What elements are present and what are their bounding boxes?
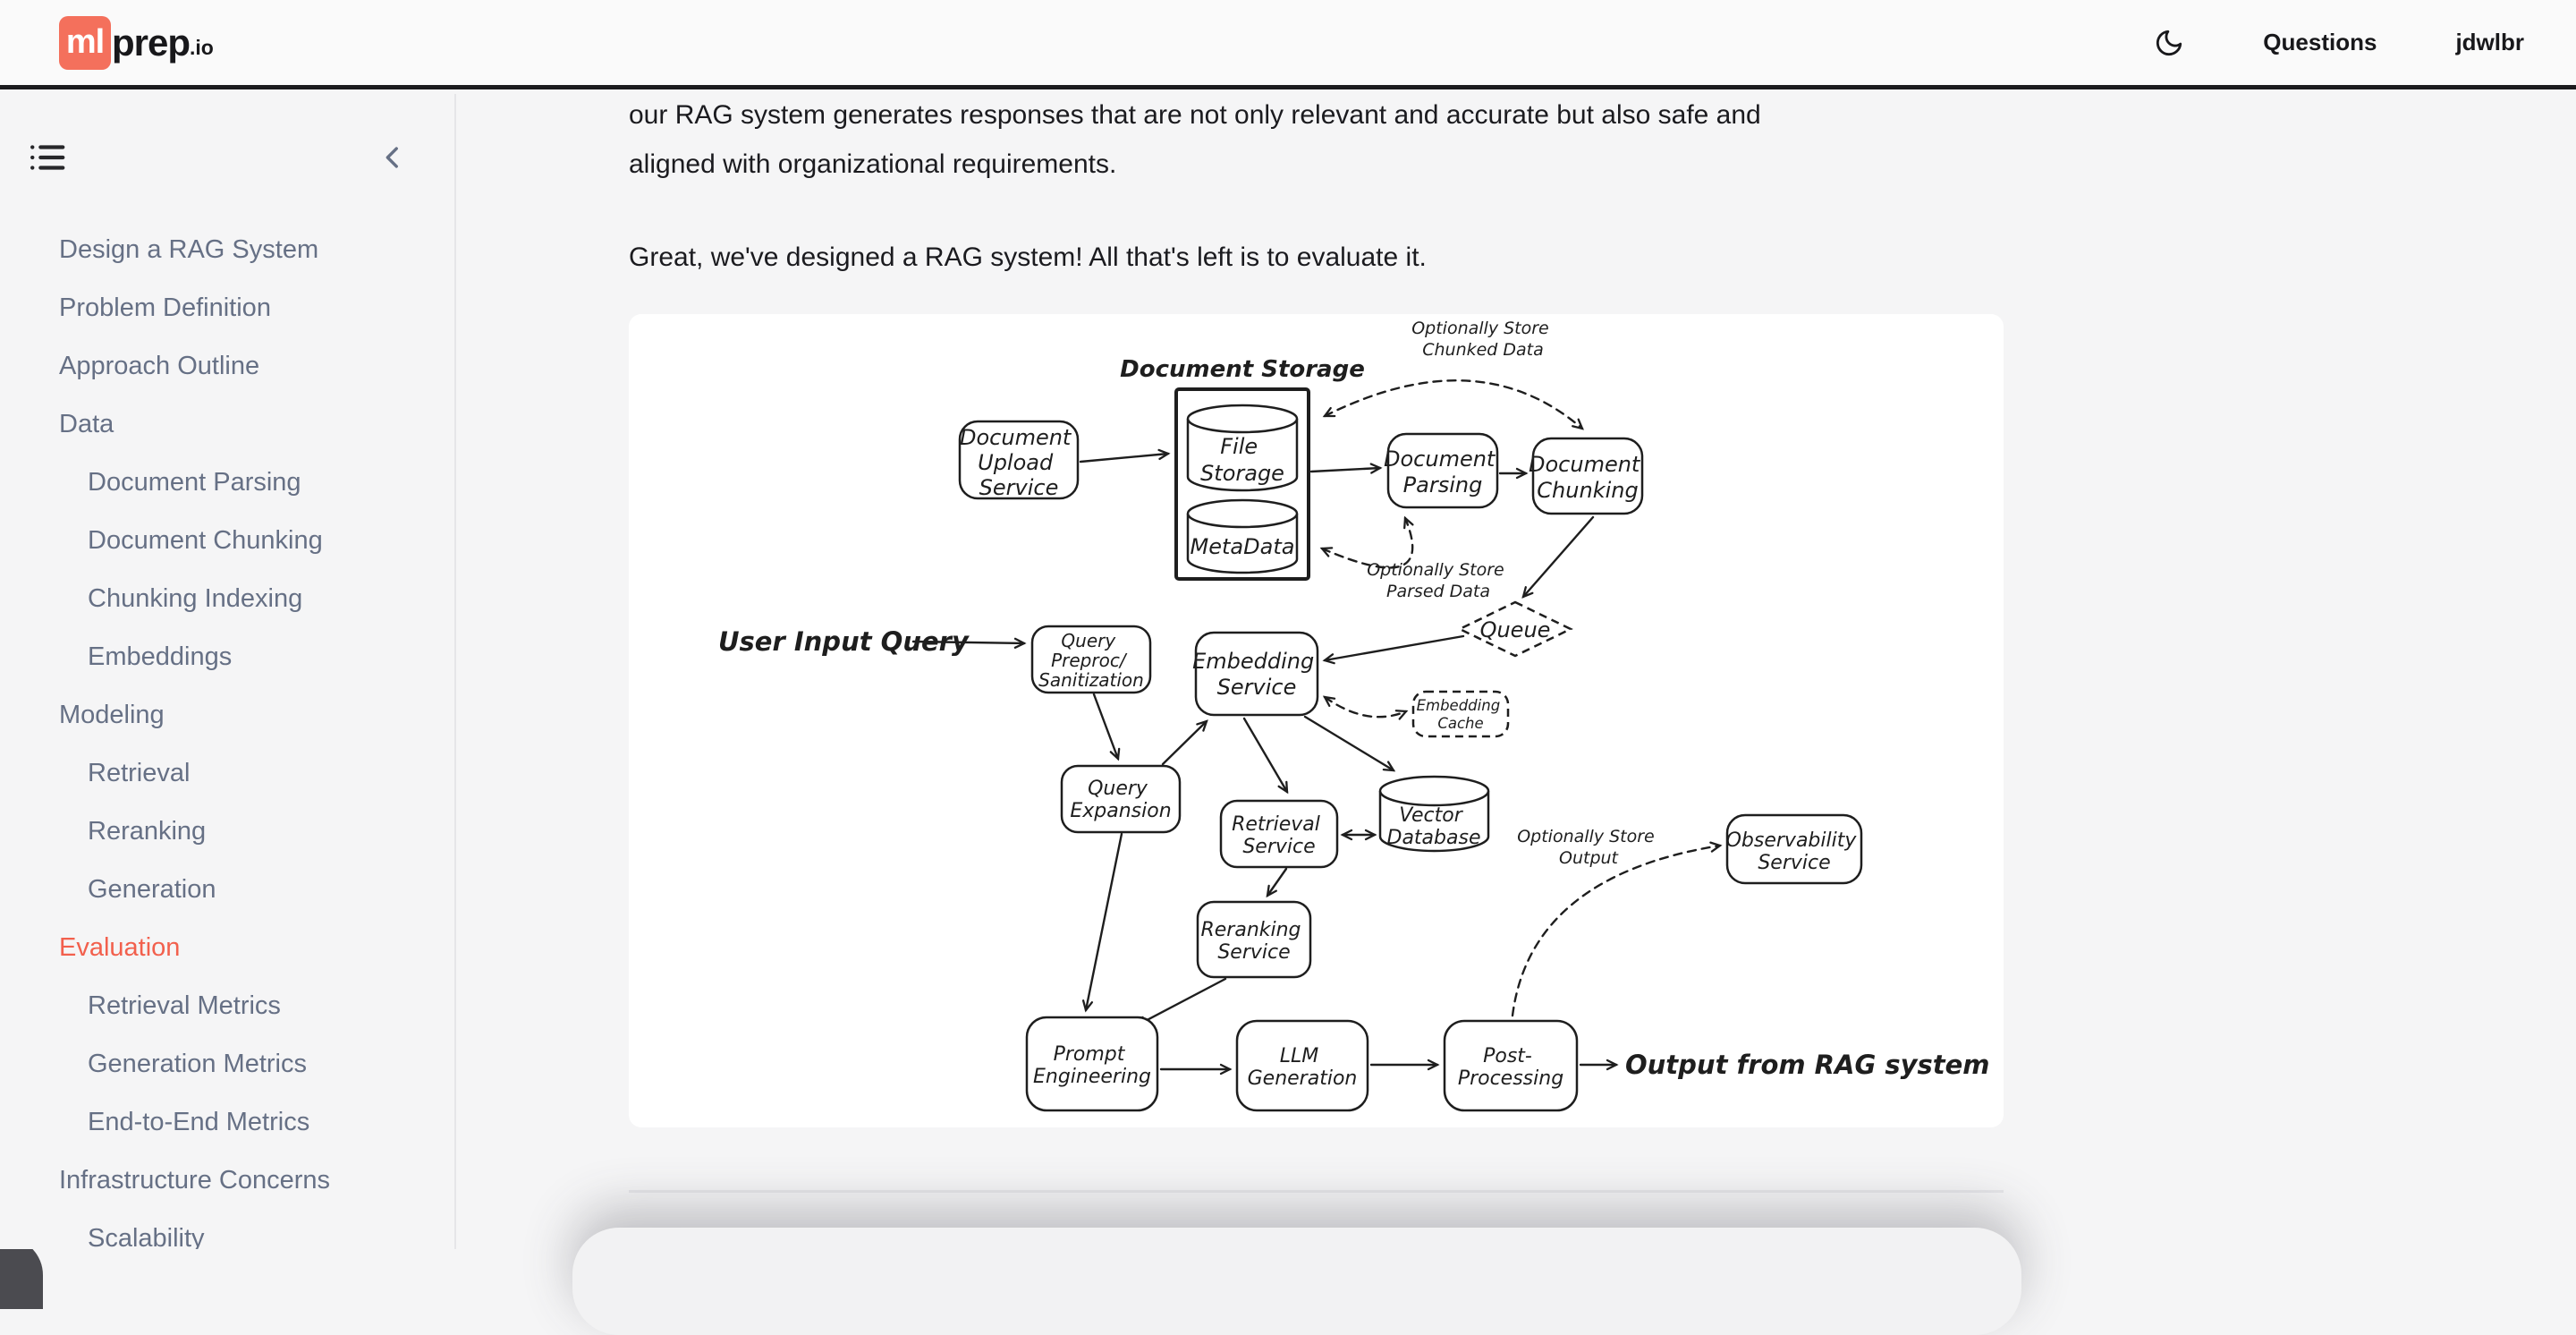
svg-text:Observability Service: Observability Service — [1726, 829, 1863, 874]
sidebar-item-generation[interactable]: Generation — [88, 875, 216, 904]
svg-text:Document Chunking: Document Chunking — [1529, 452, 1647, 503]
svg-text:MetaData: MetaData — [1191, 534, 1295, 559]
sidebar-item-modeling[interactable]: Modeling — [59, 701, 165, 729]
node-queue: Queue — [1457, 600, 1573, 658]
svg-text:Retrieval Service: Retrieval Service — [1232, 813, 1326, 858]
label-output-from-rag-system: Output from RAG system — [1625, 1050, 1990, 1080]
questions-link[interactable]: Questions — [2263, 29, 2377, 55]
node-document-storage: Document Storage File Storage MetaData — [1120, 356, 1365, 581]
svg-text:Embedding Service: Embedding Service — [1192, 649, 1321, 700]
svg-text:Query Preproc/ San: Query Preproc/ Sanitization — [1038, 630, 1144, 691]
toc-nav: Design a RAG System Problem Definition A… — [0, 221, 454, 1249]
rag-architecture-diagram: Document Upload Service Document Storage… — [629, 314, 2004, 1127]
annotation-optionally-store-output: Optionally Store Output — [1517, 827, 1660, 868]
svg-text:Document Storage: Document Storage — [1120, 356, 1365, 383]
node-vector-database: Vector Database — [1378, 775, 1490, 853]
node-prompt-engineering: Prompt Engineering — [1025, 1016, 1159, 1112]
theme-toggle-button[interactable] — [2154, 28, 2184, 58]
svg-text:Embedding Cache: Embedding Cache — [1417, 697, 1505, 732]
svg-text:Prompt Engineering: Prompt Engineering — [1033, 1043, 1151, 1088]
svg-text:Vector Database: Vector Database — [1387, 804, 1481, 849]
node-embedding-cache: Embedding Cache — [1411, 690, 1510, 738]
svg-text:Document Parsing: Document Parsing — [1384, 446, 1502, 497]
section-divider — [629, 1190, 2004, 1193]
sidebar-item-document-parsing[interactable]: Document Parsing — [88, 468, 301, 497]
label-user-input-query: User Input Query — [718, 626, 970, 657]
logo-text: prep — [112, 21, 191, 64]
svg-text:Post- Processing: Post- Processing — [1458, 1045, 1563, 1090]
list-icon[interactable] — [27, 137, 68, 178]
node-query-expansion: Query Expansion — [1060, 764, 1182, 834]
sidebar-item-end-to-end-metrics[interactable]: End-to-End Metrics — [88, 1108, 310, 1136]
sidebar-item-generation-metrics[interactable]: Generation Metrics — [88, 1050, 307, 1078]
app-header: ml prep .io Questions jdwlbr — [0, 0, 2576, 89]
logo-square: ml — [59, 15, 111, 70]
sidebar-item-data[interactable]: Data — [59, 410, 114, 438]
moon-icon — [2157, 30, 2182, 55]
node-observability-service: Observability Service — [1726, 813, 1863, 885]
diagram-dashed-edges — [1319, 379, 1723, 1017]
node-embedding-service: Embedding Service — [1192, 631, 1321, 717]
sidebar-item-evaluation[interactable]: Evaluation — [59, 933, 181, 962]
svg-text:Reranking Service: Reranking Service — [1200, 919, 1307, 964]
paragraph-evaluate-intro: Great, we've designed a RAG system! All … — [629, 242, 1427, 272]
sidebar-item-retrieval-metrics[interactable]: Retrieval Metrics — [88, 991, 281, 1020]
svg-text:File Storage: File Storage — [1200, 434, 1284, 486]
rag-diagram-svg: Document Upload Service Document Storage… — [718, 319, 1990, 1112]
node-reranking-service: Reranking Service — [1196, 900, 1312, 979]
sidebar-item-scalability[interactable]: Scalability — [88, 1224, 205, 1249]
sidebar-item-document-chunking[interactable]: Document Chunking — [88, 526, 323, 555]
sidebar-item-problem-definition[interactable]: Problem Definition — [59, 293, 271, 322]
sidebar-item-embeddings[interactable]: Embeddings — [88, 642, 233, 671]
node-metadata: MetaData — [1186, 498, 1299, 574]
sidebar-item-reranking[interactable]: Reranking — [88, 817, 207, 846]
node-retrieval-service: Retrieval Service — [1219, 799, 1339, 869]
annotation-optionally-store-chunked-data: Optionally Store Chunked Data — [1411, 319, 1555, 360]
node-document-chunking: Document Chunking — [1529, 437, 1647, 515]
logo-tld: .io — [190, 36, 214, 59]
svg-text:Query Expansion: Query Expansion — [1070, 778, 1171, 822]
diagram-solid-edges — [911, 448, 1619, 1076]
annotation-optionally-store-parsed-data: Optionally Store Parsed Data — [1367, 560, 1510, 601]
node-post-processing: Post- Processing — [1443, 1019, 1579, 1112]
sidebar-item-infrastructure-concerns[interactable]: Infrastructure Concerns — [59, 1166, 331, 1195]
user-menu[interactable]: jdwlbr — [2455, 29, 2524, 55]
svg-text:LLM Generation: LLM Generation — [1248, 1045, 1358, 1090]
node-document-parsing: Document Parsing — [1384, 432, 1502, 509]
table-of-contents-sidebar: Design a RAG System Problem Definition A… — [0, 94, 456, 1249]
node-query-preproc-sanitization: Query Preproc/ Sanitization — [1030, 625, 1152, 694]
node-document-upload-service: Document Upload Service — [958, 420, 1080, 500]
node-file-storage: File Storage — [1186, 404, 1299, 492]
paragraph-rag-summary: our RAG system generates responses that … — [629, 100, 1761, 179]
app-logo[interactable]: ml prep .io — [59, 15, 214, 70]
collapse-sidebar-chevron-icon[interactable] — [377, 142, 408, 173]
svg-text:Queue: Queue — [1480, 617, 1551, 642]
node-llm-generation: LLM Generation — [1235, 1019, 1369, 1112]
sidebar-item-chunking-indexing[interactable]: Chunking Indexing — [88, 584, 303, 613]
sidebar-item-design-a-rag-system[interactable]: Design a RAG System — [59, 235, 319, 264]
sidebar-item-approach-outline[interactable]: Approach Outline — [59, 352, 260, 380]
svg-text:Document Upload Se: Document Upload Service — [960, 425, 1078, 500]
next-section-card-shadow — [572, 1228, 2021, 1335]
sidebar-item-retrieval[interactable]: Retrieval — [88, 759, 191, 787]
